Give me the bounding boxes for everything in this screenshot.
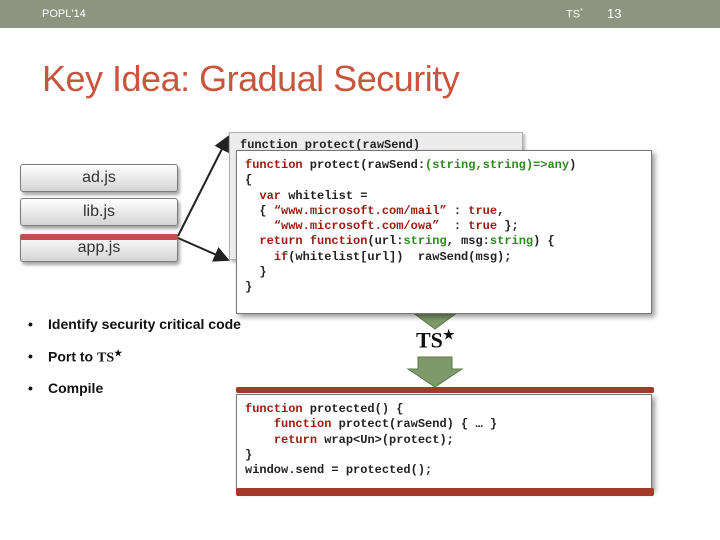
file-ad-js: ad.js: [20, 164, 178, 192]
ts-star-label: TS★: [416, 327, 455, 353]
compiled-bottom-bar: [236, 488, 654, 496]
app-js-highlight: [20, 234, 178, 240]
venue-label: POPL'14: [42, 8, 86, 20]
down-arrow-2: [406, 356, 464, 388]
file-lib-js: lib.js: [20, 198, 178, 226]
arrow-up: [177, 135, 229, 237]
slide-title: Key Idea: Gradual Security: [42, 58, 460, 99]
code-original-line: function protect(rawSend): [240, 138, 421, 152]
page-number: 13: [607, 6, 622, 21]
ts-label: TS*: [566, 8, 583, 21]
header-bar: POPL'14 TS* 13: [0, 0, 720, 28]
arrow-down: [177, 237, 230, 262]
code-panel-compiled: function protected() { function protect(…: [236, 394, 652, 490]
code-panel-annotated: function protect(rawSend:(string,string)…: [236, 150, 652, 314]
code-annotated: function protect(rawSend:(string,string)…: [245, 158, 577, 295]
compiled-top-bar: [236, 387, 654, 393]
code-compiled: function protected() { function protect(…: [245, 402, 498, 478]
